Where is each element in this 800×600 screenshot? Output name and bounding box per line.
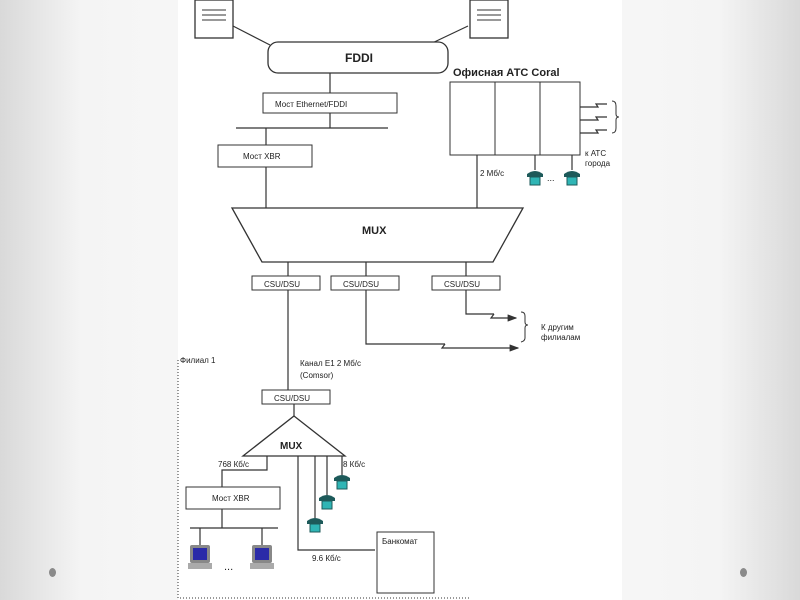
mux-branch-label: MUX xyxy=(280,441,303,452)
fddi-label: FDDI xyxy=(345,51,373,65)
e1-channel-label-2: (Comsor) xyxy=(300,371,334,380)
other-branches-label: К другим xyxy=(541,323,574,332)
city-lines-brace xyxy=(611,100,620,134)
pbx-title: Офисная АТС Coral xyxy=(453,67,560,79)
phone-icon xyxy=(563,170,581,186)
phone-icon xyxy=(333,474,351,490)
ellipsis: ... xyxy=(224,561,233,573)
bridge-xbr-top-label: Мост XBR xyxy=(243,152,281,161)
pbx-rate-label: 2 Мб/с xyxy=(480,169,504,178)
bridge-xbr-branch-label: Мост XBR xyxy=(212,494,250,503)
phone-icon xyxy=(526,170,544,186)
rate-8-label: 8 Кб/с xyxy=(343,460,365,469)
branch-label: Филиал 1 xyxy=(180,356,216,365)
atm xyxy=(376,531,435,594)
link-arrow-branches-1 xyxy=(489,313,518,322)
slide-nav-dot-left xyxy=(49,568,56,577)
branches-brace xyxy=(520,311,529,343)
to-city-label: к АТС xyxy=(585,149,606,158)
csu-dsu-1-label: CSU/DSU xyxy=(264,280,300,289)
to-city-label-2: города xyxy=(585,159,611,168)
phone-icon xyxy=(306,517,324,533)
csu-dsu-1 xyxy=(251,275,321,291)
computer-icon xyxy=(188,545,212,569)
csu-dsu-branch-label: CSU/DSU xyxy=(274,394,310,403)
bridge-ethernet-fddi-label: Мост Ethernet/FDDI xyxy=(275,100,347,109)
csu-dsu-2 xyxy=(330,275,400,291)
computer-icon xyxy=(250,545,274,569)
pbx-coral xyxy=(449,81,581,156)
csu-dsu-branch xyxy=(261,389,331,405)
other-branches-label-2: филиалам xyxy=(541,333,580,342)
mux-main-label: MUX xyxy=(362,225,387,237)
bridge-ethernet-fddi xyxy=(262,92,398,114)
link-arrow-branches-2 xyxy=(440,343,520,352)
phone-icon xyxy=(318,494,336,510)
bridge-xbr-branch xyxy=(185,486,281,510)
server-icon xyxy=(469,0,509,39)
atm-label: Банкомат xyxy=(382,537,418,546)
rate-96-label: 9.6 Кб/с xyxy=(312,554,341,563)
branch-boundary xyxy=(177,360,470,599)
bridge-xbr-top xyxy=(217,144,313,168)
rate-768-label: 768 Кб/с xyxy=(218,460,249,469)
fddi-ring xyxy=(267,41,449,74)
slide-nav-dot-right xyxy=(740,568,747,577)
e1-channel-label: Канал Е1 2 Мб/с xyxy=(300,359,361,368)
server-icon xyxy=(194,0,234,39)
ellipsis: ... xyxy=(547,173,555,183)
csu-dsu-3-label: CSU/DSU xyxy=(444,280,480,289)
mux-main xyxy=(230,207,525,263)
csu-dsu-3 xyxy=(431,275,501,291)
csu-dsu-2-label: CSU/DSU xyxy=(343,280,379,289)
mux-branch xyxy=(241,415,347,457)
